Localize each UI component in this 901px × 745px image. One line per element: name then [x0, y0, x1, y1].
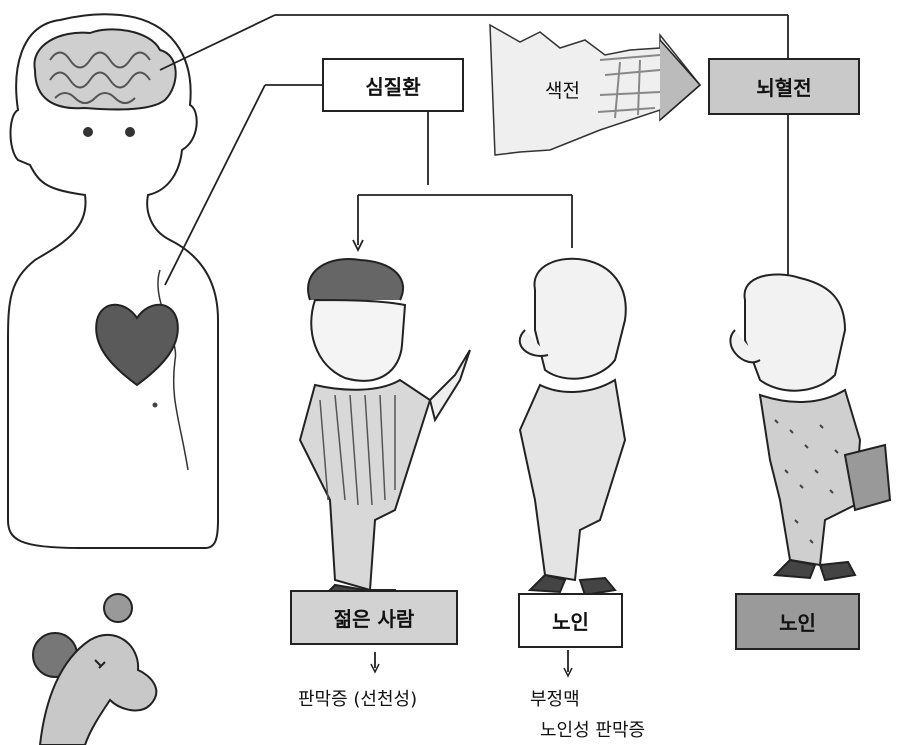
- sick-elderly-figure: [729, 273, 892, 582]
- young-person-box: 젊은 사람: [290, 590, 458, 645]
- brain-icon: [33, 28, 177, 111]
- elderly-outcome-line1: 부정맥: [530, 689, 580, 710]
- elderly-box-middle: 노인: [518, 593, 623, 648]
- stroke-box: 뇌혈전: [708, 58, 860, 115]
- embolism-arrow: [489, 23, 702, 156]
- right-eye: [125, 127, 135, 137]
- left-eye: [83, 127, 93, 137]
- young-man-figure: [298, 258, 471, 607]
- girl-figure: [32, 593, 158, 745]
- young-outcome-text: 판막증 (선천성): [298, 689, 418, 710]
- connector-lines: [159, 14, 789, 672]
- vessel-line: [157, 269, 189, 471]
- heart-icon: [95, 303, 179, 387]
- elderly-box-right: 노인: [735, 593, 860, 650]
- elderly-man-figure: [518, 257, 627, 597]
- elderly-outcome-line2: 노인성 판막증: [540, 720, 646, 741]
- embolism-label: 색전: [545, 80, 580, 102]
- body-figure: [7, 13, 219, 549]
- heart-disease-box: 심질환: [322, 58, 464, 112]
